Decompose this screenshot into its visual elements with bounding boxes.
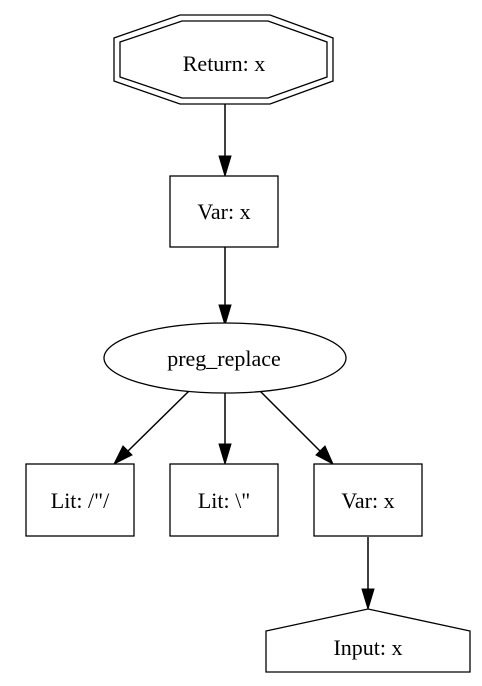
edge-call-to-lit-pattern [112, 390, 190, 466]
edge-return-to-var [218, 104, 232, 178]
node-input: Input: x [265, 608, 471, 673]
edges [112, 104, 375, 611]
edge-call-to-var-arg [259, 390, 335, 466]
node-var-arg-label: Var: x [341, 488, 394, 513]
node-call-label: preg_replace [167, 346, 281, 371]
edge-var-to-call [218, 247, 232, 327]
node-lit-replacement-label: Lit: \" [198, 488, 250, 513]
node-lit-pattern: Lit: /"/ [25, 463, 135, 537]
double-octagon-inner [119, 20, 328, 99]
edge-call-to-lit-replacement [218, 393, 232, 466]
node-return: Return: x [113, 14, 334, 105]
node-call: preg_replace [103, 322, 347, 394]
node-var-top-label: Var: x [197, 199, 250, 224]
node-var-top: Var: x [169, 175, 279, 248]
edge-var-to-input [361, 537, 375, 611]
node-return-label: Return: x [183, 51, 266, 76]
node-lit-replacement: Lit: \" [169, 463, 279, 537]
node-input-label: Input: x [333, 635, 402, 660]
node-lit-pattern-label: Lit: /"/ [51, 488, 110, 513]
node-var-arg: Var: x [313, 463, 423, 537]
